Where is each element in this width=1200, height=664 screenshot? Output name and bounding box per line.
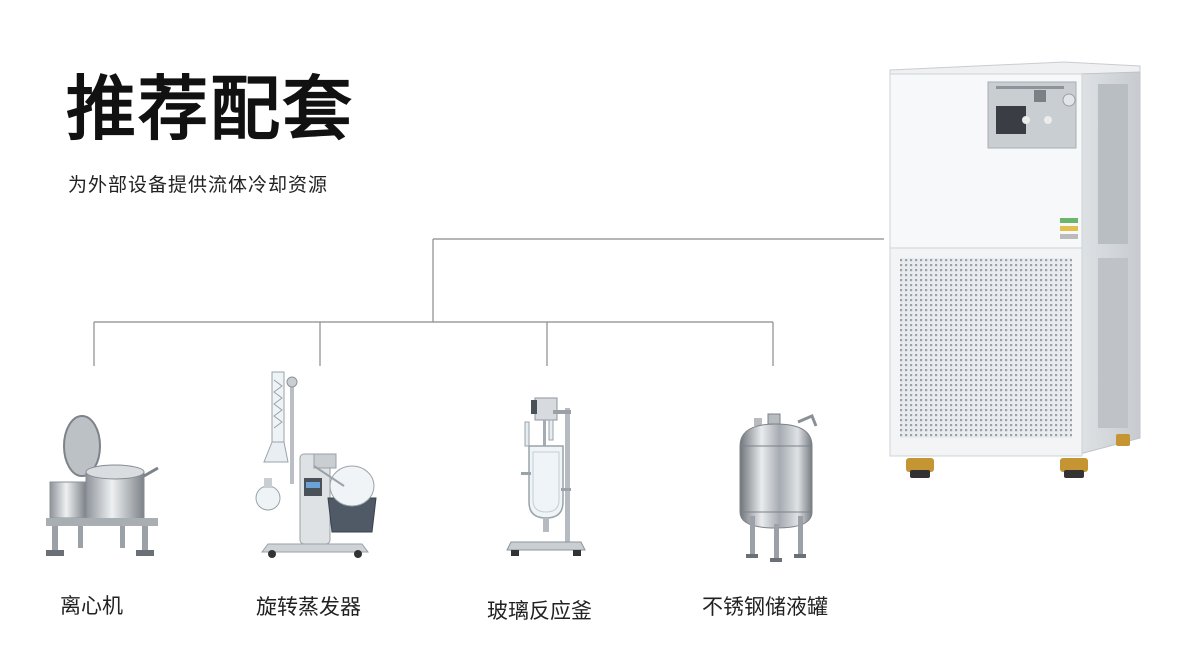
label-rotary-evaporator: 旋转蒸发器 <box>256 595 361 619</box>
storage-tank-icon <box>739 413 818 562</box>
glass-reactor-icon <box>506 397 586 556</box>
page-subtitle: 为外部设备提供流体冷却资源 <box>68 174 329 196</box>
chiller-unit-image <box>889 61 1141 478</box>
label-glass-reactor: 玻璃反应釜 <box>487 599 592 623</box>
centrifuge-icon <box>46 415 159 556</box>
label-storage-tank: 不锈钢储液罐 <box>702 595 828 619</box>
label-centrifuge: 离心机 <box>60 594 123 618</box>
page-title: 推荐配套 <box>66 68 354 150</box>
rotary-evaporator-icon <box>255 371 377 558</box>
